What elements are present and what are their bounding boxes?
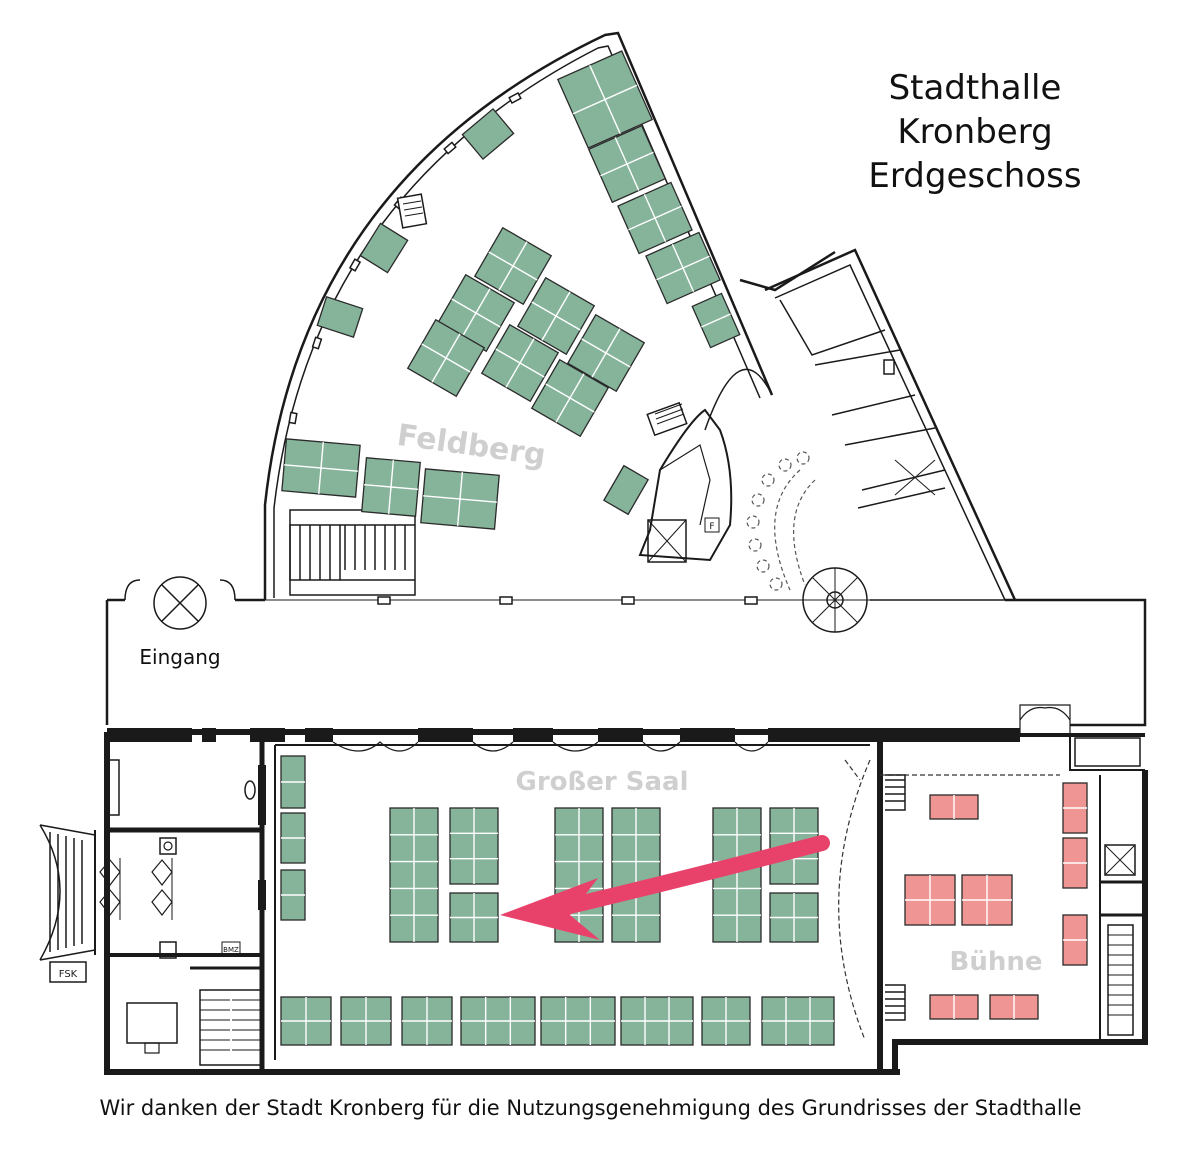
table-group (420, 468, 500, 530)
table-layout (280, 50, 835, 1046)
table-group (769, 892, 819, 943)
label-f: F (709, 522, 714, 532)
outside-steps (39, 824, 96, 983)
title-line-1: Stadthalle (888, 68, 1062, 108)
table-group (761, 996, 835, 1046)
table-group (316, 296, 364, 338)
table-group (389, 807, 439, 943)
room-label-grosser-saal: Großer Saal (516, 767, 689, 797)
foyer-details (94, 759, 266, 959)
hall-stage-curtain (838, 759, 1060, 1041)
table-group (359, 222, 409, 274)
hall-top-wall-segments (107, 728, 1020, 742)
label-eingang: Eingang (139, 645, 220, 669)
stage-element (1062, 914, 1088, 966)
table-group (540, 996, 616, 1046)
table-group (280, 755, 306, 809)
direction-arrow (500, 835, 830, 940)
table-group (645, 231, 721, 305)
stage-element (961, 874, 1013, 926)
table-group (556, 50, 654, 149)
feldberg-stairs (289, 509, 416, 596)
stage-element (1062, 782, 1088, 834)
table-group (361, 457, 421, 517)
spiral-staircase (802, 567, 868, 633)
table-group (620, 996, 694, 1046)
table-group (617, 181, 693, 255)
service-wing-walls (764, 248, 1017, 601)
table-group (587, 124, 667, 204)
label-fsk: FSK (59, 969, 78, 980)
table-group (701, 996, 751, 1046)
stage-element (904, 874, 956, 926)
table-group (516, 276, 596, 356)
stage-service-area (1074, 737, 1145, 1042)
label-bmz: BMZ (223, 946, 239, 954)
table-group (280, 869, 306, 921)
table-group (473, 226, 553, 306)
stage-element (989, 994, 1039, 1020)
curved-lounge-seating (746, 451, 816, 591)
small-stair-symbols (396, 193, 688, 437)
table-group (691, 292, 741, 349)
table-group (611, 807, 661, 943)
table-group (340, 996, 392, 1046)
table-group (280, 812, 306, 864)
table-group (449, 892, 499, 943)
room-label-buehne: Bühne (950, 947, 1043, 977)
stage-element (929, 994, 979, 1020)
stage-element (929, 794, 979, 820)
table-group (602, 464, 650, 516)
entrance-door (124, 576, 236, 630)
stage-layout (904, 782, 1088, 1020)
hall-door-arcs (332, 704, 1071, 752)
title-line-3: Erdgeschoss (868, 156, 1082, 196)
table-group (406, 318, 486, 398)
table-group (401, 996, 453, 1046)
table-group (281, 438, 361, 498)
table-group (566, 313, 646, 393)
stage-element (1062, 837, 1088, 889)
stage-left-stairs (885, 774, 906, 1021)
table-group (480, 323, 560, 403)
bar-elevator (638, 408, 733, 563)
table-group (280, 996, 332, 1046)
title-line-2: Kronberg (897, 112, 1053, 152)
table-group (460, 996, 536, 1046)
page-title: Stadthalle Kronberg Erdgeschoss (860, 66, 1090, 198)
lower-left-rooms (126, 941, 263, 1066)
caption: Wir danken der Stadt Kronberg für die Nu… (99, 1096, 1082, 1120)
corridor-marks (377, 596, 758, 605)
table-group (530, 358, 610, 438)
corridor-walls (105, 598, 1147, 727)
table-group (449, 807, 499, 885)
table-group (461, 107, 515, 161)
